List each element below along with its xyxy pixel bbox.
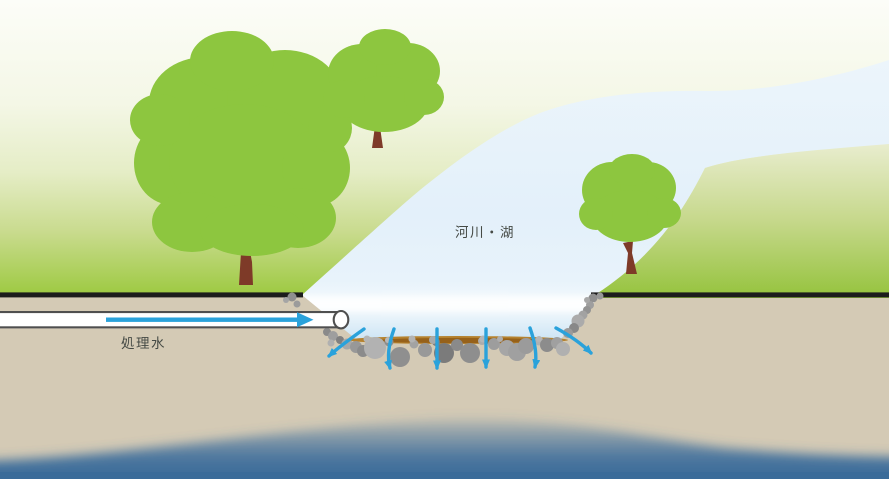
groundwater-layer [0, 418, 889, 479]
trees [130, 29, 681, 285]
pipe-flow-arrow [106, 312, 314, 328]
treated-water-label: 処理水 [121, 336, 166, 351]
ground-line-right [591, 292, 889, 298]
waterline-glow [302, 296, 605, 311]
infiltration-arrow-2 [384, 327, 396, 370]
tree-right-trunk [623, 241, 637, 274]
tree-right [579, 154, 681, 274]
infiltration-arrow-1 [327, 327, 366, 358]
groundwater-base [0, 472, 889, 479]
ground-line-left [0, 292, 303, 298]
pipe-bottom-edge [0, 326, 341, 329]
tree-large [130, 31, 352, 285]
pipe-top-edge [0, 311, 341, 314]
tree-medium [323, 29, 444, 148]
right-bank-hill [590, 144, 889, 298]
infiltration-arrows [327, 326, 593, 370]
infiltration-arrow-5 [528, 326, 541, 369]
tree-right-canopy [579, 154, 681, 242]
river-lake-label: 河川・湖 [455, 225, 515, 240]
tree-large-canopy [130, 31, 352, 256]
tree-medium-canopy [323, 29, 444, 132]
pipe-opening [332, 309, 350, 330]
infiltration-arrow-6 [554, 326, 593, 355]
groundwater-mound [0, 418, 889, 479]
